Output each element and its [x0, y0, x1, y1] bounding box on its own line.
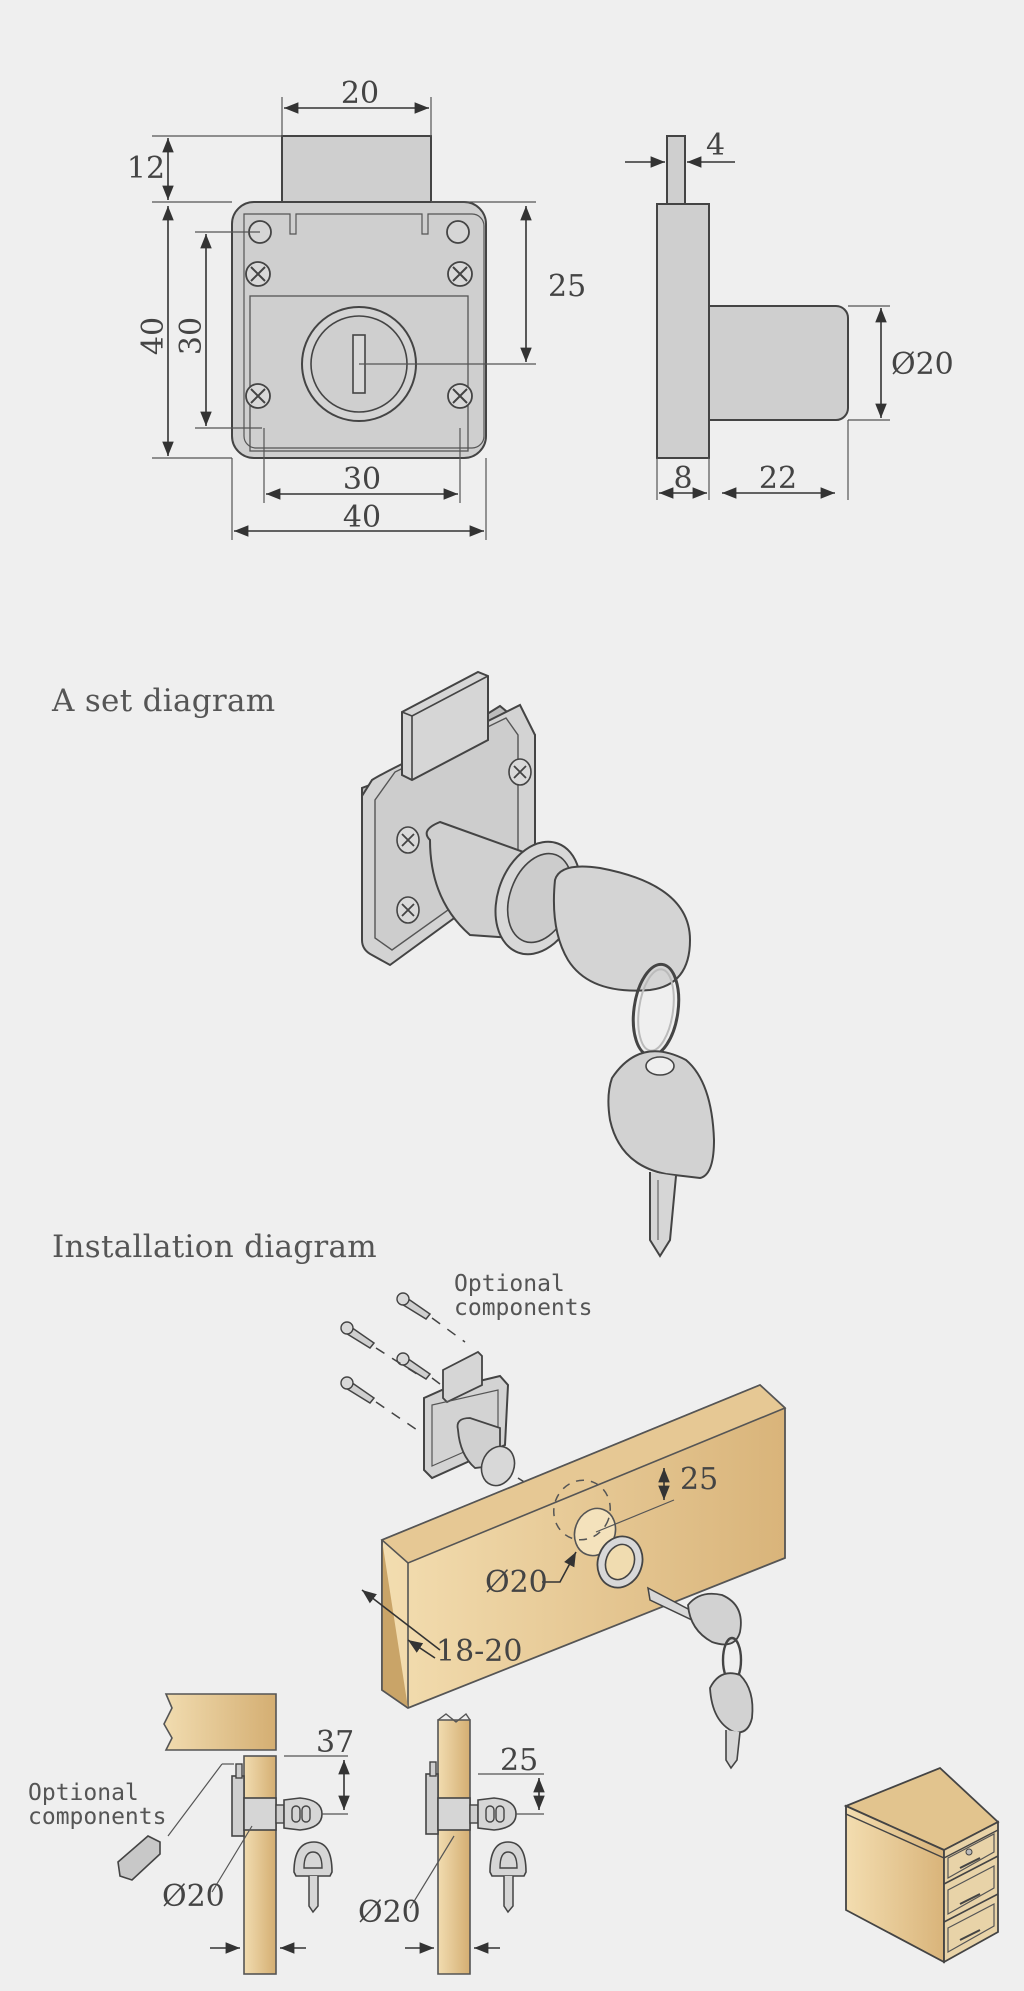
detail-left: [117, 1693, 350, 1975]
dim-left-diameter: Ø20: [162, 1879, 225, 1914]
dim-cylinder-length: 22: [759, 461, 797, 496]
front-view: [152, 97, 536, 540]
side-view: [625, 135, 890, 500]
dim-board-thickness: 18-20: [436, 1634, 522, 1669]
dim-left-offset: 37: [316, 1725, 354, 1760]
dim-plate-thickness: 8: [673, 461, 692, 496]
detail-right: [405, 1712, 545, 1975]
optional-components-line2: components: [454, 1295, 592, 1321]
dim-install-offset: 25: [680, 1462, 718, 1497]
dim-keyhole-offset: 25: [548, 269, 586, 304]
dim-cylinder-diameter: Ø20: [891, 347, 954, 382]
dim-body-height: 40: [136, 317, 171, 355]
dim-hole-spacing-v: 30: [174, 317, 209, 355]
lock-set-isometric: [361, 670, 716, 1258]
optional-components-line1: Optional: [454, 1271, 565, 1297]
dim-right-diameter: Ø20: [358, 1895, 421, 1930]
dim-bolt-width: 4: [706, 128, 725, 163]
installation-diagram-title: Installation diagram: [52, 1229, 378, 1265]
left-optional-line2: components: [28, 1804, 166, 1830]
set-diagram-title: A set diagram: [52, 683, 276, 719]
dim-top-height: 12: [127, 151, 165, 186]
dim-hole-spacing-h: 30: [343, 462, 381, 497]
cabinet-icon: [843, 1766, 1000, 1964]
left-optional-line1: Optional: [28, 1780, 139, 1806]
dim-right-offset: 25: [500, 1743, 538, 1778]
dim-body-width: 40: [343, 500, 381, 535]
dim-install-hole-diameter: Ø20: [485, 1565, 548, 1600]
installation-drawing: [340, 1292, 787, 1770]
dim-top-width: 20: [341, 76, 379, 111]
